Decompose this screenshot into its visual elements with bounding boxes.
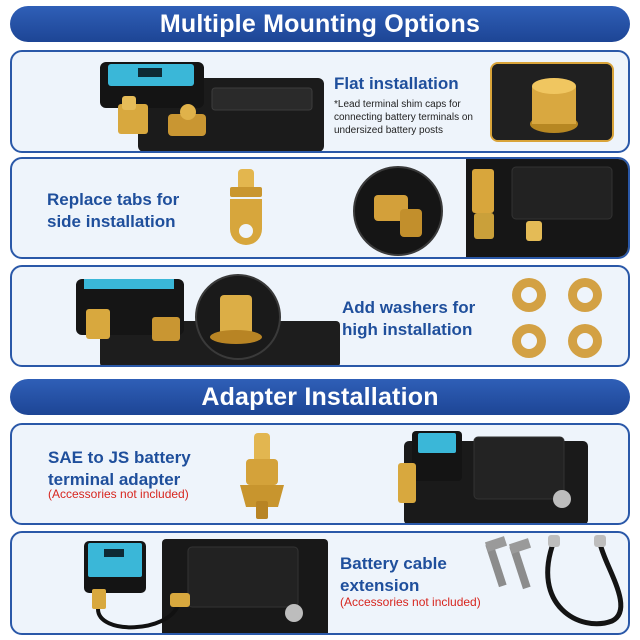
washer-installation-title: Add washers for high installation: [342, 298, 476, 339]
sae-install-photo: [390, 427, 590, 523]
panel-side-installation: Replace tabs for side installation: [10, 157, 630, 259]
panel-sae-adapter: SAE to JS battery terminal adapter (Acce…: [10, 423, 630, 525]
sae-adapter-note: (Accessories not included): [48, 487, 189, 501]
cable-extension-title: Battery cable extension: [340, 554, 447, 595]
section-header-adapter: Adapter Installation: [10, 379, 630, 415]
panel-washer-installation: Add washers for high installation: [10, 265, 630, 367]
sae-terminal-icon: [234, 433, 290, 521]
brass-tab-icon: [224, 169, 268, 253]
sae-adapter-title: SAE to JS battery terminal adapter: [48, 448, 191, 489]
section-title: Multiple Mounting Options: [159, 9, 481, 38]
side-install-photo: [452, 159, 628, 257]
flat-installation-note: *Lead terminal shim caps for connecting …: [334, 99, 473, 136]
bolt-icons: [482, 535, 542, 595]
panel-flat-installation: Flat installation *Lead terminal shim ca…: [10, 50, 630, 153]
section-header-mounting: Multiple Mounting Options: [10, 6, 630, 42]
battery-cable-icon: [540, 535, 628, 633]
side-installation-title: Replace tabs for side installation: [47, 190, 180, 231]
washer-icons: [507, 275, 607, 361]
cable-install-photo: [78, 537, 328, 633]
high-install-photo: [70, 273, 340, 365]
shim-cap-inset-photo: [490, 62, 614, 142]
section-title: Adapter Installation: [201, 382, 439, 411]
panel-cable-extension: Battery cable extension (Accessories not…: [10, 531, 630, 635]
magnifier-circle-side: [352, 165, 444, 257]
flat-install-photo: [92, 56, 324, 151]
cable-extension-note: (Accessories not included): [340, 595, 481, 609]
flat-installation-title: Flat installation: [334, 74, 459, 93]
